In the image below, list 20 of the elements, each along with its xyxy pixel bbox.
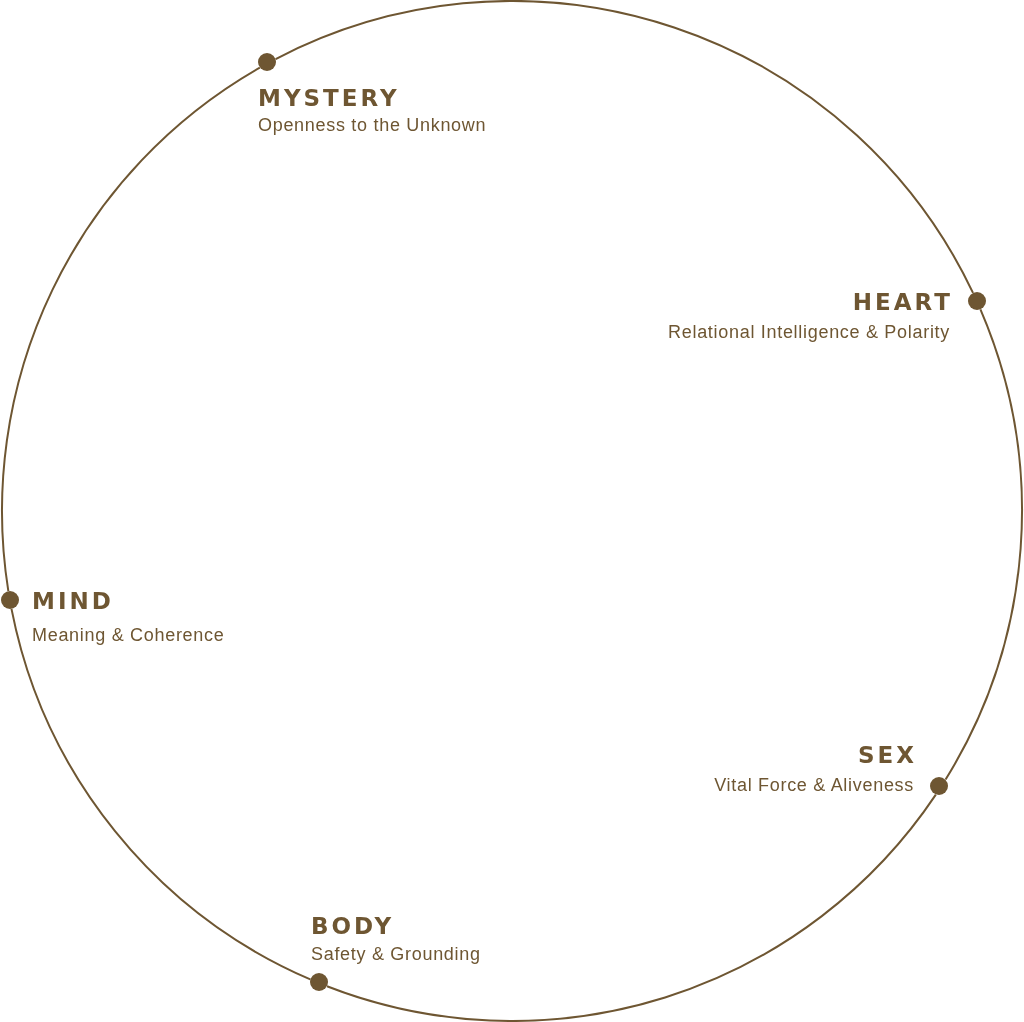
subheading: Openness to the Unknown [258, 114, 487, 136]
ring-arc [944, 308, 1023, 781]
subheading: Vital Force & Aliveness [714, 774, 914, 796]
dot-icon [1, 591, 19, 609]
ring-arc [326, 793, 937, 1022]
ring-arc [1, 66, 261, 593]
ring-arc [10, 607, 312, 981]
heading: SEX [858, 741, 917, 769]
subheading: Safety & Grounding [311, 943, 481, 965]
subheading: Relational Intelligence & Polarity [668, 321, 950, 343]
heading: MYSTERY [258, 84, 400, 112]
dot-icon [968, 292, 986, 310]
ring-arc [274, 0, 974, 294]
dot-icon [310, 973, 328, 991]
dot-icon [930, 777, 948, 795]
heading: HEART [852, 288, 953, 316]
heading: MIND [32, 587, 114, 615]
dot-icon [258, 53, 276, 71]
heading: BODY [311, 912, 395, 940]
subheading: Meaning & Coherence [32, 624, 225, 646]
